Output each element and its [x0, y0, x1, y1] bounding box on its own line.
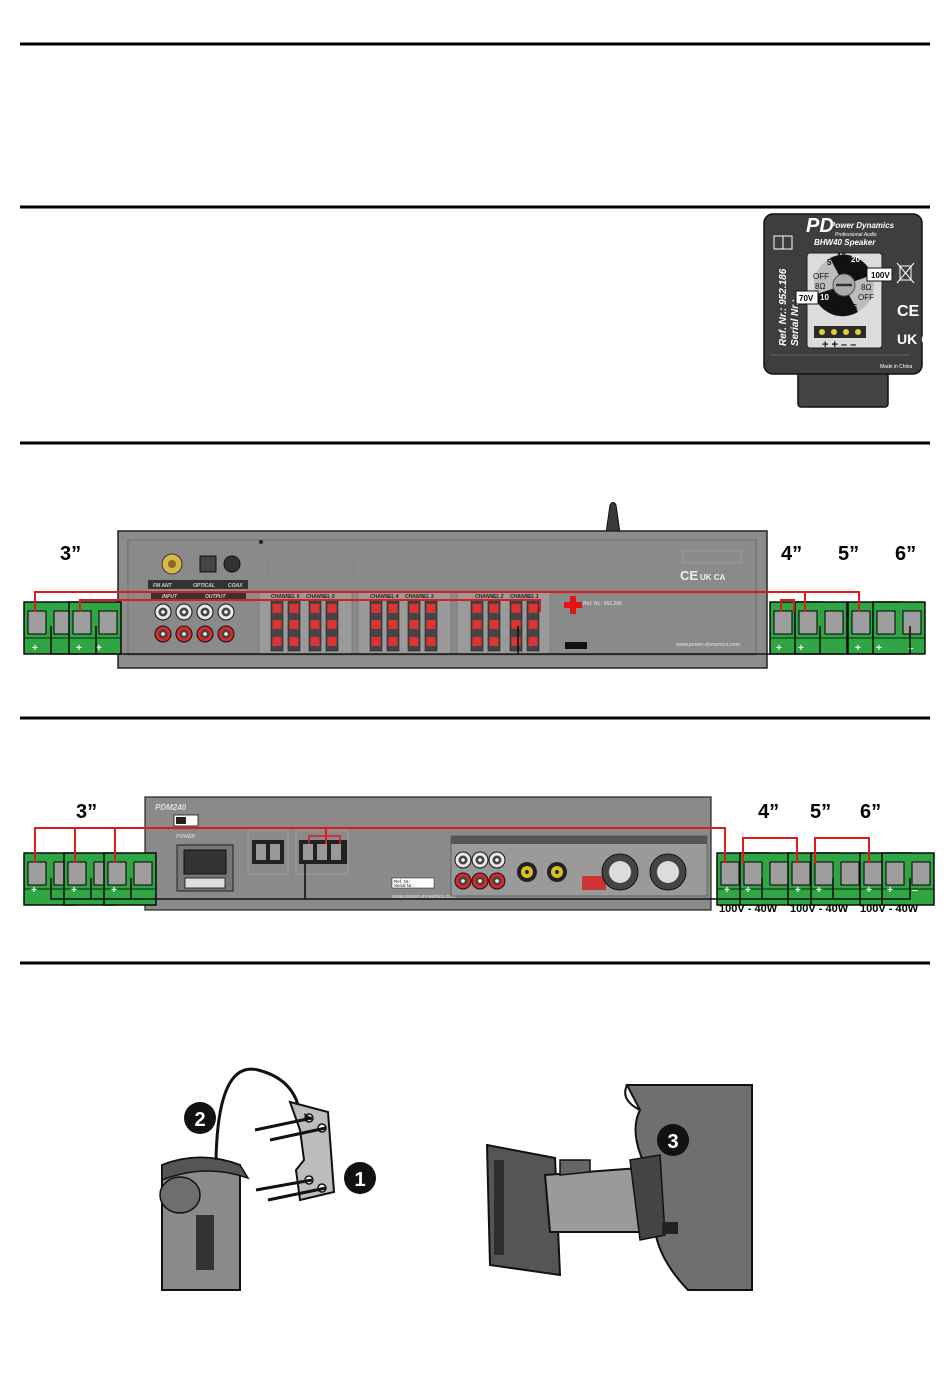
label-channel-1: CHANNEL 1	[510, 594, 539, 600]
step-badge-2: 2	[194, 1109, 205, 1131]
svg-text:+: +	[816, 885, 822, 896]
svg-text:+: +	[111, 885, 117, 896]
amp1-terminal-blocks: + + + + + + + –	[23, 601, 926, 655]
tag-70v: 70V	[799, 294, 814, 303]
optical-port	[199, 555, 217, 573]
svg-text:+: +	[71, 885, 77, 896]
label-channel-3: CHANNEL 3	[405, 594, 434, 600]
label-output: OUTPUT	[205, 594, 227, 600]
dial-tick: 20	[851, 255, 860, 264]
mounting-step-bracket: 2 1	[159, 1067, 376, 1291]
amplifier-1-rear-panel: FM ANT OPTICAL COAX INPUT OUTPUT CHANNEL…	[117, 502, 768, 669]
mounting-step-attach: 3	[485, 1084, 753, 1291]
speaker-model: BHW40 Speaker	[814, 238, 876, 247]
label-channel-5: CHANNEL 5	[306, 594, 335, 600]
dial-tick: 10	[837, 252, 846, 261]
svg-text:+: +	[887, 885, 893, 896]
amp1-ce: CE	[680, 568, 698, 583]
dial-tick: 10	[820, 293, 829, 302]
step-badge-1: 1	[354, 1169, 365, 1191]
brand-name: Power Dynamics	[830, 221, 895, 230]
amp1-wiring	[34, 591, 911, 655]
dial-off-right: OFF	[858, 293, 874, 302]
bin-icon	[896, 262, 915, 284]
amp2-size-5: 5”	[810, 801, 831, 823]
label-coax: COAX	[228, 583, 243, 589]
made-in: Made in China	[880, 364, 912, 370]
amp2-size-4: 4”	[758, 801, 779, 823]
terminal-polarity: + + – –	[822, 339, 856, 351]
dial-tick: 5	[827, 258, 832, 267]
svg-text:+: +	[776, 643, 782, 654]
label-fm-ant: FM ANT	[153, 583, 173, 589]
svg-text:–: –	[912, 885, 918, 896]
amp2-size-6: 6”	[860, 801, 881, 823]
amp1-ukca: UK CA	[700, 573, 726, 582]
amp1-size-5: 5”	[838, 543, 859, 565]
svg-text:+: +	[798, 643, 804, 654]
power-rating: 100V - 40W	[790, 903, 849, 915]
antenna	[605, 502, 621, 534]
tag-100v: 100V	[871, 271, 890, 280]
svg-text:+: +	[745, 885, 751, 896]
svg-text:+: +	[855, 643, 861, 654]
amplifier-2-rear-panel: PDM240 POWER Ref. Nr.: Serial Nr.: www.p…	[144, 796, 712, 911]
dial-off-left: OFF	[813, 272, 829, 281]
amp2-wiring	[34, 827, 911, 900]
svg-text:–: –	[908, 643, 914, 654]
speaker-serial: Serial Nr.:	[790, 299, 801, 346]
label-channel-4: CHANNEL 4	[370, 594, 399, 600]
svg-text:+: +	[96, 643, 102, 654]
svg-text:+: +	[724, 885, 730, 896]
svg-text:+: +	[866, 885, 872, 896]
amp1-ref: Ref. Nr.: 952.208	[583, 601, 622, 607]
amp2-terminal-blocks: + + + + + + + + + –	[23, 852, 935, 906]
speaker-label: PD Power Dynamics Professional Audio BHW…	[763, 213, 941, 408]
svg-text:+: +	[795, 885, 801, 896]
dial-ohm-left: 8Ω	[815, 282, 825, 291]
amp2-ref: Ref. Nr.:	[394, 879, 411, 884]
amp2-power-label: POWER	[176, 834, 195, 840]
label-channel-6: CHANNEL 6	[271, 594, 300, 600]
coax-port	[223, 555, 241, 573]
label-optical: OPTICAL	[193, 583, 215, 589]
ce-mark: CE	[897, 303, 920, 320]
label-channel-2: CHANNEL 2	[475, 594, 504, 600]
dial-ohm-right: 8Ω	[861, 283, 871, 292]
svg-text:+: +	[876, 643, 882, 654]
svg-text:+: +	[31, 885, 37, 896]
dial-tick: 5	[835, 303, 840, 312]
dial-tick: 2.5	[846, 303, 858, 312]
ukca-mark: UK CA	[897, 331, 941, 347]
svg-text:+: +	[76, 643, 82, 654]
svg-text:+: +	[32, 643, 38, 654]
manual-icon	[773, 235, 793, 250]
label-input: INPUT	[162, 594, 178, 600]
amp1-website: www.power-dynamics.com	[676, 642, 741, 648]
plus-marker	[564, 596, 582, 614]
power-rating: 100V - 40W	[860, 903, 919, 915]
pd-logo: PD	[806, 215, 834, 237]
power-rating: 100V - 40W	[719, 903, 778, 915]
amp1-size-6: 6”	[895, 543, 916, 565]
amp2-serial: Serial Nr.:	[394, 883, 414, 888]
amp2-size-left: 3”	[76, 801, 97, 823]
brand-sub: Professional Audio	[835, 232, 877, 238]
amp1-size-4: 4”	[781, 543, 802, 565]
step-badge-3: 3	[667, 1131, 678, 1153]
amp1-size-left: 3”	[60, 543, 81, 565]
speaker-ref: Ref. Nr.: 952.186	[778, 268, 789, 346]
amp2-model: PDM240	[155, 803, 187, 812]
amp2-website: www.power-dynamics.com	[392, 894, 457, 900]
